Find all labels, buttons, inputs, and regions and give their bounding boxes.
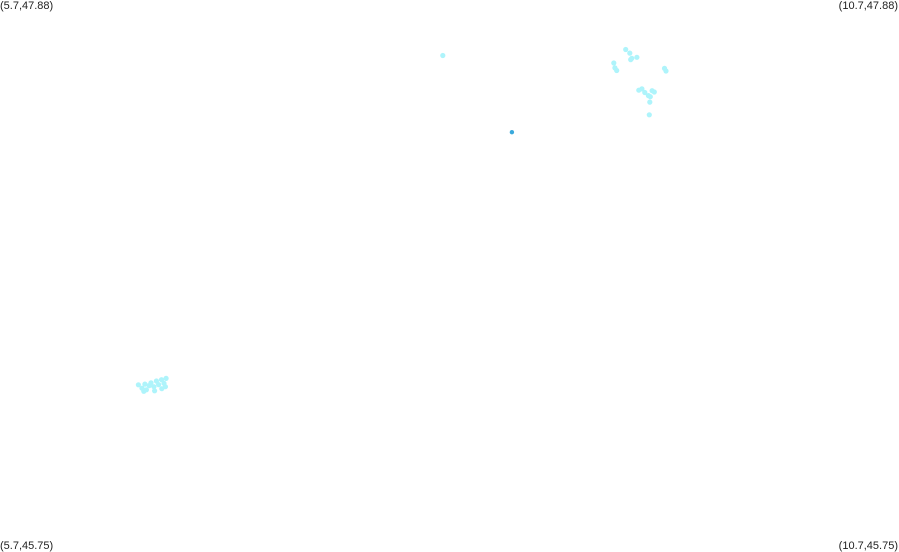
cluster-point bbox=[642, 89, 648, 96]
cluster-point bbox=[651, 89, 657, 95]
cluster-point bbox=[628, 57, 634, 63]
cluster-point bbox=[142, 381, 148, 387]
cluster-point bbox=[627, 50, 633, 56]
cluster-point bbox=[647, 94, 653, 100]
cluster-point bbox=[163, 375, 169, 381]
cluster-point bbox=[623, 46, 629, 53]
cluster-point bbox=[135, 382, 141, 388]
cluster-point bbox=[156, 382, 162, 388]
corner-label-bottom-left: (5.7,45.75) bbox=[0, 540, 54, 552]
cluster-point bbox=[663, 68, 669, 74]
points-layer bbox=[135, 46, 669, 394]
cluster-point bbox=[634, 54, 640, 60]
corner-label-top-left: (5.7,47.88) bbox=[0, 0, 54, 12]
cluster-point bbox=[440, 52, 446, 59]
cluster-point bbox=[152, 388, 158, 394]
cluster-point bbox=[647, 99, 653, 105]
cluster-point bbox=[639, 86, 645, 92]
cluster-point bbox=[141, 388, 147, 394]
cluster-point bbox=[611, 60, 617, 66]
cluster-point bbox=[646, 112, 652, 118]
corner-label-bottom-right: (10.7,45.75) bbox=[838, 540, 898, 552]
cluster-point bbox=[159, 386, 165, 392]
location-marker[interactable] bbox=[509, 130, 515, 135]
cluster-point bbox=[148, 380, 154, 386]
cluster-point bbox=[614, 67, 620, 74]
corner-label-top-right: (10.7,47.88) bbox=[838, 0, 898, 12]
cluster-point bbox=[151, 384, 157, 390]
